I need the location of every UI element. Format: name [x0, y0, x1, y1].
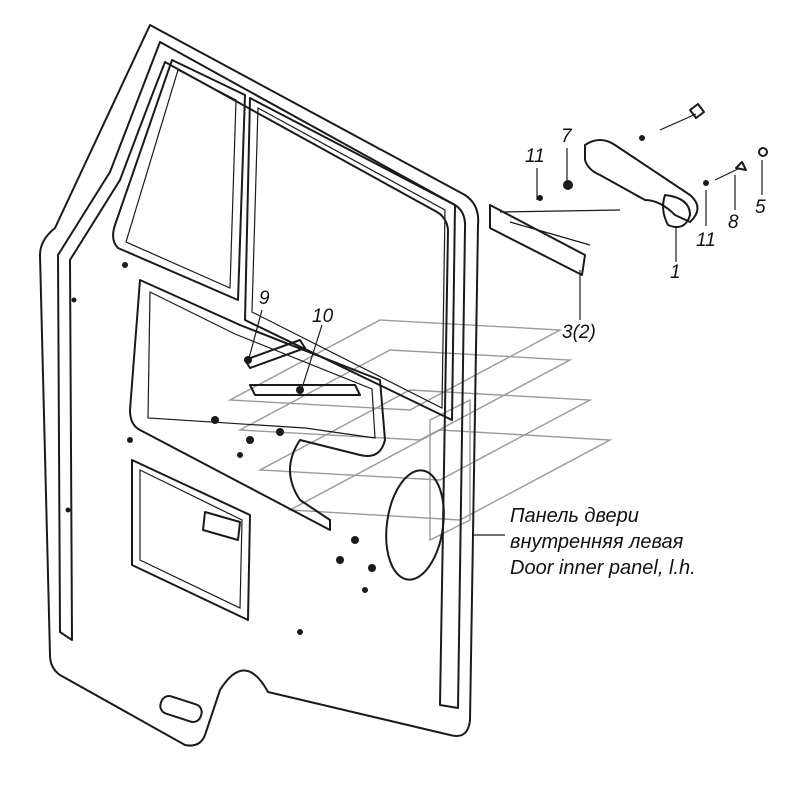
callout-7: 7	[561, 126, 573, 147]
callout-labels: 11 7 1 11 8 5 3(2) 9 10	[259, 126, 766, 343]
handle-assembly	[489, 103, 768, 276]
caption-line-en: Door inner panel, l.h.	[510, 557, 696, 579]
callout-9: 9	[259, 288, 270, 309]
caption-block: Панель двери внутренняя левая Door inner…	[510, 505, 696, 579]
callout-11-top: 11	[525, 146, 545, 167]
callout-5: 5	[755, 197, 766, 218]
door-shell	[39, 24, 480, 747]
caption-line-ru-1: Панель двери	[510, 505, 639, 527]
callout-10: 10	[312, 306, 334, 327]
caption-line-ru-2: внутренняя левая	[510, 531, 684, 553]
callout-8: 8	[728, 212, 739, 233]
callout-11-right: 11	[696, 230, 716, 251]
callout-1: 1	[670, 262, 681, 283]
leader-lines	[248, 148, 763, 536]
callout-3-2: 3(2)	[562, 322, 596, 343]
